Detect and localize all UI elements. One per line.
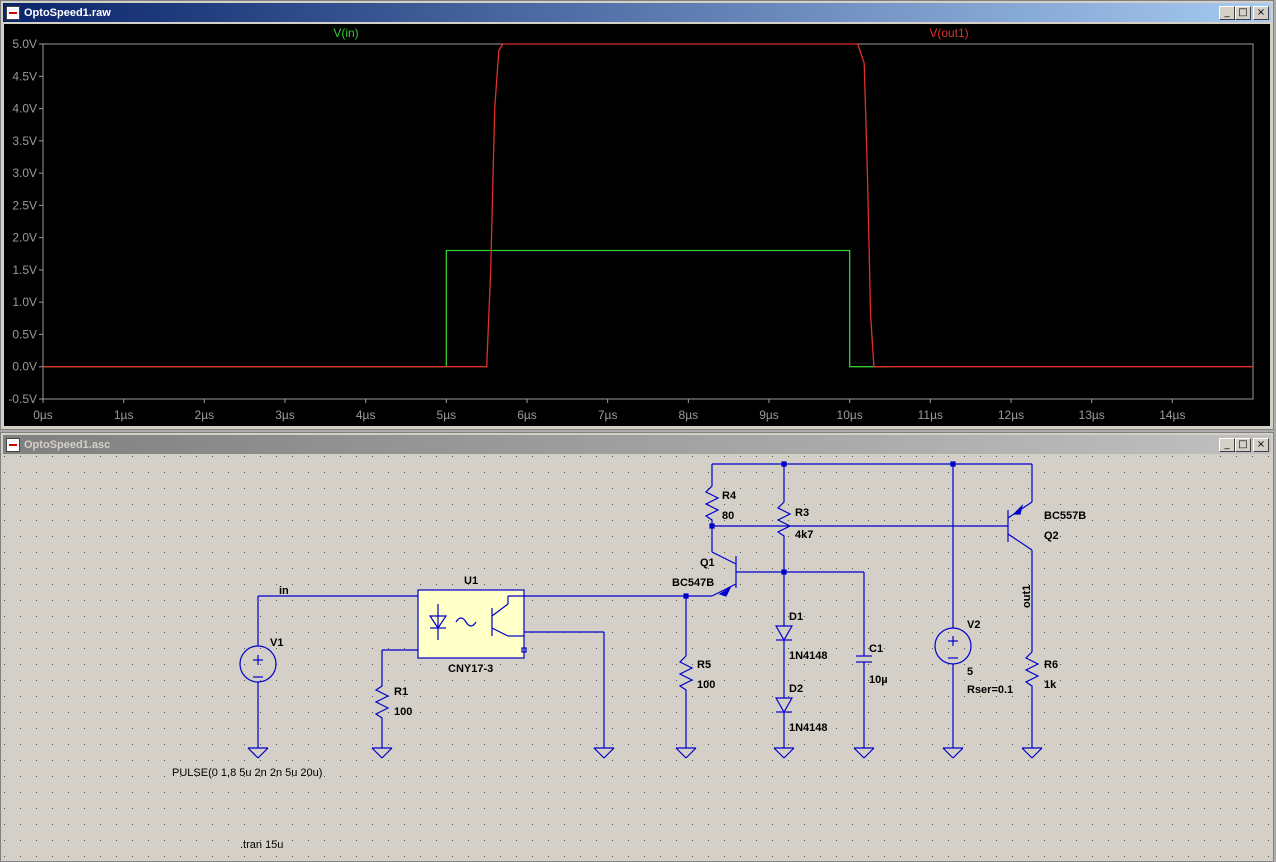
v1-value[interactable]: PULSE(0 1,8 5u 2n 2n 5u 20u) (172, 767, 322, 779)
y-tick-label: 3.0V (12, 166, 37, 180)
v1-source[interactable] (239, 596, 277, 759)
y-tick-label: 3.5V (12, 134, 37, 148)
q2-value[interactable]: BC557B (1044, 510, 1086, 522)
ground-icon (371, 747, 393, 759)
ground-icon (1021, 747, 1043, 759)
d1-diode[interactable] (774, 572, 794, 698)
schematic-minimize-button[interactable]: _ (1219, 437, 1235, 452)
q1-name[interactable]: Q1 (700, 557, 715, 569)
d1-value[interactable]: 1N4148 (789, 650, 828, 662)
schematic-window-icon (6, 437, 20, 452)
c1-name[interactable]: C1 (869, 643, 883, 655)
y-tick-label: 1.5V (12, 263, 37, 277)
r4-value[interactable]: 80 (722, 510, 734, 522)
x-tick-label: 7µs (598, 408, 618, 422)
y-tick-label: 4.0V (12, 102, 37, 116)
y-tick-label: 4.5V (12, 69, 37, 83)
series-v-out1-line[interactable] (43, 43, 1253, 368)
r3-value[interactable]: 4k7 (795, 529, 813, 541)
ground-icon (247, 747, 269, 759)
x-tick-label: 11µs (918, 408, 943, 422)
d2-value[interactable]: 1N4148 (789, 722, 828, 734)
r3-name[interactable]: R3 (795, 507, 809, 519)
d1-name[interactable]: D1 (789, 611, 803, 623)
u1-optocoupler[interactable] (417, 589, 527, 659)
r5-name[interactable]: R5 (697, 659, 711, 671)
r5-resistor[interactable] (675, 596, 697, 759)
r6-resistor[interactable] (1021, 651, 1043, 759)
x-tick-label: 6µs (517, 408, 537, 422)
d2-diode[interactable] (773, 697, 795, 759)
waveform-minimize-button[interactable]: _ (1219, 5, 1235, 20)
ground-icon (593, 747, 615, 759)
ground-icon (853, 747, 875, 759)
c1-value[interactable]: 10µ (869, 674, 888, 686)
y-tick-label: 5.0V (12, 37, 37, 51)
r6-value[interactable]: 1k (1044, 679, 1057, 691)
v1-name[interactable]: V1 (270, 637, 283, 649)
x-tick-label: 1µs (114, 408, 134, 422)
x-tick-label: 9µs (759, 408, 779, 422)
r3-resistor[interactable] (776, 464, 792, 572)
legend-v-in[interactable]: V(in) (333, 26, 358, 40)
v2-value[interactable]: 5 (967, 666, 973, 678)
x-tick-label: 14µs (1159, 408, 1185, 422)
ground-icon (773, 747, 795, 759)
q2-transistor[interactable] (1007, 464, 1033, 652)
r6-name[interactable]: R6 (1044, 659, 1058, 671)
x-tick-label: 0µs (33, 408, 53, 422)
q1-transistor[interactable] (686, 526, 784, 597)
q2-name[interactable]: Q2 (1044, 530, 1059, 542)
y-tick-label: -0.5V (8, 392, 37, 406)
r4-resistor[interactable] (704, 464, 720, 526)
q1-value[interactable]: BC547B (672, 577, 714, 589)
x-tick-label: 2µs (195, 408, 215, 422)
x-tick-label: 5µs (437, 408, 457, 422)
x-tick-label: 8µs (679, 408, 699, 422)
waveform-window-title: OptoSpeed1.raw (24, 6, 111, 19)
legend-v-out1[interactable]: V(out1) (929, 26, 968, 40)
waveform-plot[interactable]: 5.0V 4.5V 4.0V 3.5V 3.0V 2.5V 2.0V 1.5V 1.0V 0.5V… (0, 0, 1276, 430)
net-label-in[interactable]: in (279, 585, 289, 597)
ground-icon (942, 747, 964, 759)
v2-name[interactable]: V2 (967, 619, 980, 631)
r4-name[interactable]: R4 (722, 490, 737, 502)
x-tick-label: 3µs (275, 408, 295, 422)
waveform-titlebar[interactable]: OptoSpeed1.raw _ □ × (3, 3, 1271, 22)
waveform-window-icon (6, 5, 20, 20)
plot-background (4, 24, 1270, 426)
u1-value[interactable]: CNY17-3 (448, 663, 493, 675)
c1-capacitor[interactable] (784, 571, 875, 759)
schematic-titlebar[interactable]: OptoSpeed1.asc _ □ × (3, 435, 1271, 454)
x-tick-label: 12µs (998, 408, 1024, 422)
r1-resistor[interactable] (371, 682, 393, 759)
schematic-maximize-button[interactable]: □ (1235, 437, 1251, 452)
v2-param[interactable]: Rser=0.1 (967, 684, 1013, 696)
u1-name[interactable]: U1 (464, 575, 478, 587)
y-tick-label: 2.5V (12, 198, 37, 212)
y-tick-label: 0.5V (12, 327, 37, 341)
d2-name[interactable]: D2 (789, 683, 803, 695)
r1-name[interactable]: R1 (394, 686, 408, 698)
r5-value[interactable]: 100 (697, 679, 715, 691)
x-tick-label: 4µs (356, 408, 376, 422)
v2-source[interactable] (934, 464, 972, 759)
schematic-window-title: OptoSpeed1.asc (24, 438, 111, 451)
y-tick-label: 2.0V (12, 231, 37, 245)
waveform-maximize-button[interactable]: □ (1235, 5, 1251, 20)
ground-icon (675, 747, 697, 759)
waveform-close-button[interactable]: × (1253, 5, 1269, 20)
schematic-close-button[interactable]: × (1253, 437, 1269, 452)
net-label-out1[interactable]: out1 (1021, 585, 1033, 608)
y-tick-label: 1.0V (12, 295, 37, 309)
spice-directive[interactable]: .tran 15u (240, 839, 283, 851)
x-tick-label: 13µs (1079, 408, 1105, 422)
r1-value[interactable]: 100 (394, 706, 412, 718)
y-tick-label: 0.0V (12, 360, 37, 374)
x-tick-label: 10µs (837, 408, 863, 422)
